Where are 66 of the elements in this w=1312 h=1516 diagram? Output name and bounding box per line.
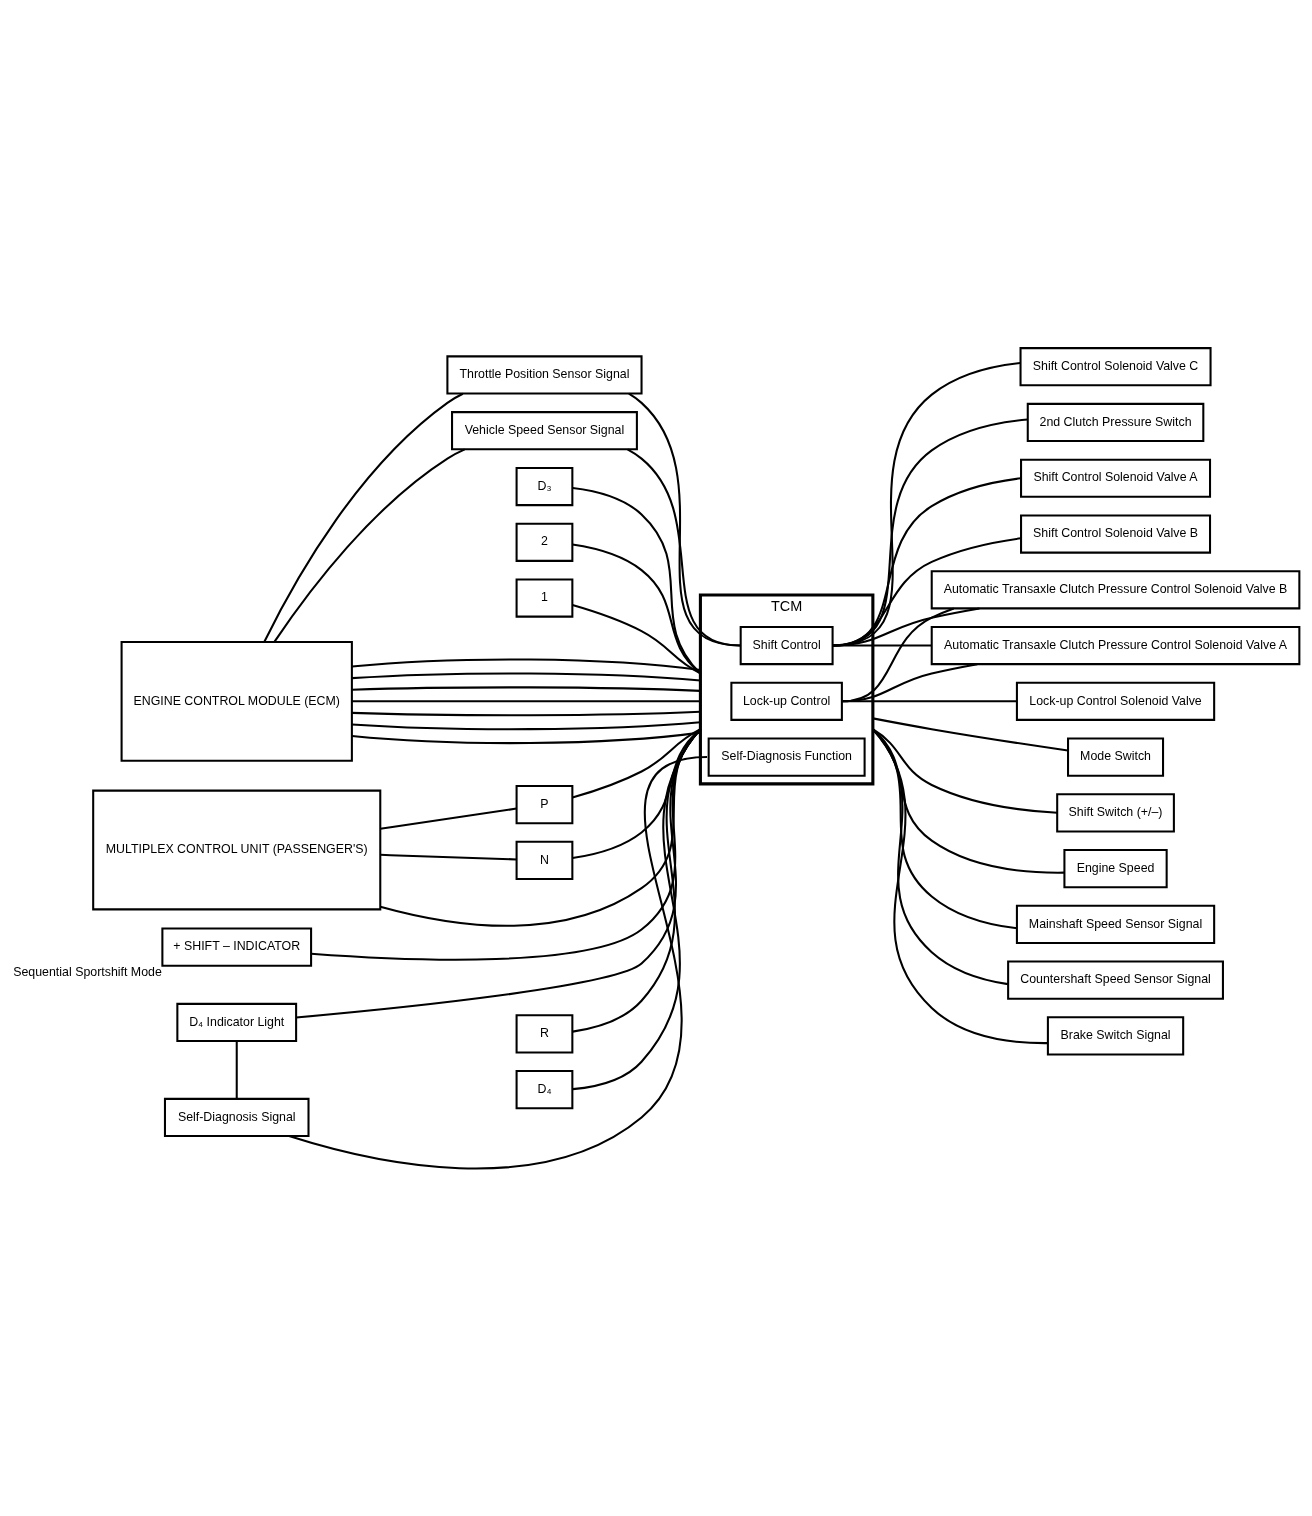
node-box: Mainshaft Speed Sensor Signal	[1015, 904, 1216, 944]
connector	[351, 658, 701, 671]
connector	[572, 486, 702, 674]
connector	[351, 731, 701, 744]
node-box: N	[515, 840, 574, 880]
node-box: ENGINE CONTROL MODULE (ECM)	[120, 640, 353, 762]
node-box: MULTIPLEX CONTROL UNIT (PASSENGER'S)	[92, 789, 382, 910]
connector	[311, 728, 702, 961]
connector	[572, 728, 702, 1033]
node-box: D₄	[515, 1069, 574, 1109]
node-box: Self-Diagnosis Signal	[163, 1097, 310, 1137]
connector	[380, 853, 517, 860]
node-box: Automatic Transaxle Clutch Pressure Control Solenoid Valve B	[930, 569, 1301, 609]
node-box: Countershaft Speed Sensor Signal	[1007, 960, 1224, 1000]
node-box: Engine Speed	[1063, 848, 1168, 888]
connector	[351, 685, 701, 692]
connector	[273, 448, 466, 642]
node-box: Self-Diagnosis Function	[707, 736, 866, 777]
connector	[832, 361, 1021, 647]
connector	[288, 755, 708, 1169]
node-box: Shift Control Solenoid Valve A	[1020, 458, 1212, 498]
node-box: Automatic Transaxle Clutch Pressure Control Solenoid Valve A	[930, 625, 1301, 665]
node-box: Shift Control Solenoid Valve C	[1019, 346, 1212, 386]
node-box: + SHIFT – INDICATOR	[161, 926, 313, 967]
connector	[872, 716, 1068, 751]
node-box: D₄ Indicator Light	[176, 1002, 298, 1042]
connector	[263, 392, 464, 642]
connector	[572, 543, 702, 674]
node-box: Mode Switch	[1067, 736, 1165, 777]
node-box: D₃	[515, 466, 574, 506]
node-box: Shift Switch (+/–)	[1056, 792, 1175, 832]
node-box: Shift Control	[739, 625, 834, 665]
connector	[572, 727, 702, 859]
connector	[832, 417, 1028, 647]
node-box: Lock-up Control	[730, 681, 843, 721]
connector	[351, 671, 701, 681]
connector	[832, 476, 1021, 647]
node-box: 1	[515, 577, 574, 618]
node-box: 2nd Clutch Pressure Switch	[1026, 402, 1205, 442]
connector	[627, 447, 741, 647]
connector	[572, 603, 701, 674]
connector	[296, 728, 702, 1019]
connector	[380, 728, 702, 927]
node-box: Lock-up Control Solenoid Valve	[1015, 681, 1216, 721]
connector	[351, 720, 701, 730]
node-box: Throttle Position Sensor Signal	[446, 354, 643, 395]
connector	[380, 807, 517, 830]
connector	[842, 699, 1017, 702]
node-box: R	[515, 1013, 574, 1053]
node-box: Vehicle Speed Sensor Signal	[451, 410, 638, 450]
node-label: Sequential Sportshift Mode	[13, 964, 162, 979]
connector	[628, 392, 741, 647]
node-box: Shift Control Solenoid Valve B	[1020, 513, 1212, 554]
connector	[572, 728, 702, 1090]
connector	[833, 644, 932, 647]
connector	[872, 728, 1048, 1044]
connector	[833, 536, 1022, 647]
connector	[872, 727, 1065, 874]
node-box: Brake Switch Signal	[1046, 1015, 1185, 1055]
connector	[833, 606, 980, 647]
node-box: P	[515, 784, 574, 824]
connector	[351, 710, 701, 716]
connector	[235, 1040, 238, 1099]
node-box: 2	[515, 522, 574, 562]
connector	[351, 699, 701, 702]
connector	[872, 727, 1058, 814]
